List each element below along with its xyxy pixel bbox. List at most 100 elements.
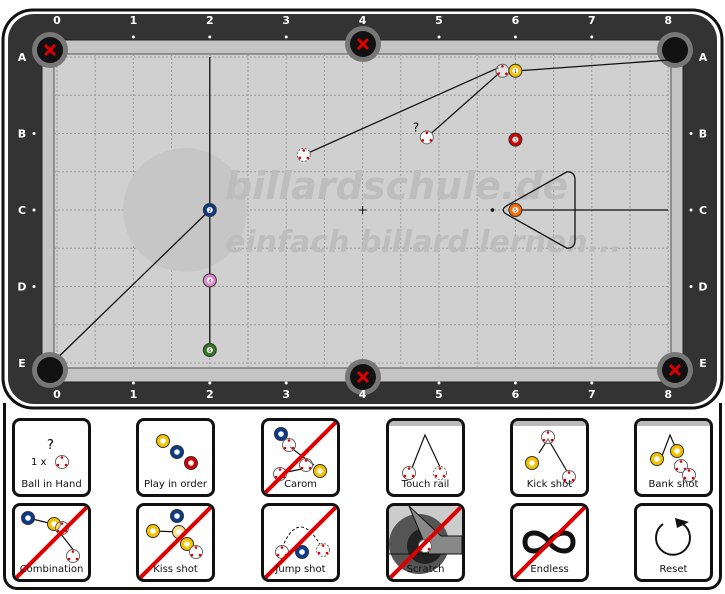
button-label: Reset [659,564,688,575]
diamond-marker [437,35,441,39]
ball-icon [47,517,61,531]
ball-3[interactable]: 3 [508,132,523,147]
cue-ball-ghost[interactable] [495,63,510,78]
pool-table: billardschule.de einfach billard lernen.… [1,8,724,410]
cue-ball-ghost[interactable] [674,459,688,473]
column-label: 5 [435,14,443,27]
ball-icon [21,511,35,525]
ball-icon [295,545,309,559]
cue-ball-ghost[interactable] [282,438,296,452]
ball-icon [170,509,184,523]
diamond-marker [32,132,36,135]
column-label: 2 [206,14,214,27]
diamond-marker [32,285,36,288]
column-label: 6 [512,14,520,27]
jump-shot-button[interactable]: Jump shot [261,503,340,582]
ball-number: 5 [514,208,517,214]
column-label: 8 [664,14,672,27]
ball-2[interactable]: 2 [202,203,217,217]
watermark-line1: billardschule.de [225,164,568,208]
disabled-slash-icon [139,506,212,579]
pocket-x-icon [43,43,57,57]
row-label: A [699,51,708,64]
ball-in-hand-icon: 1 x? [31,438,69,469]
ball-icon [650,452,664,466]
cue-ball-c[interactable] [562,470,576,484]
foot-spot [490,208,495,212]
bank-shot-button[interactable]: Bank shot [634,418,713,497]
diamond-marker [131,35,135,39]
play-in-order-icon [156,434,198,470]
diamond-marker [689,285,693,288]
watermark: billardschule.de einfach billard lernen.… [123,148,622,272]
endless-icon [513,506,586,579]
cue-ball-ball-in-hand[interactable] [419,130,434,145]
diamond-marker [208,35,212,39]
scratch-button[interactable]: Scratch [386,503,465,582]
column-label: 8 [664,388,672,401]
ball-1[interactable]: 1 [508,63,523,78]
rack-triangle [502,171,576,249]
pocket-x-icon [356,370,370,384]
diamond-marker [32,208,36,212]
kick-shot-icon [513,421,586,484]
endless-button[interactable]: Endless [510,503,589,582]
watermark-line2: einfach billard lernen... [225,225,622,260]
cue-ball-ghost[interactable] [541,430,555,444]
reset-button[interactable]: Reset [634,503,713,582]
carom-button[interactable]: Carom [261,418,340,497]
cue-ball-dashed[interactable] [316,543,330,557]
ball-number: 6 [208,348,211,354]
diamond-marker [590,35,594,39]
kick-shot-button[interactable]: Kick shot [510,418,589,497]
column-label: 6 [512,388,520,401]
ball-icon [170,445,184,459]
cue-ball-dashed[interactable] [296,147,311,162]
row-label: B [699,128,707,141]
touch-rail-button[interactable]: Touch rail [386,418,465,497]
column-label: 2 [206,388,214,401]
cue-ball-dashed[interactable] [433,466,447,480]
cue-ball-ghost[interactable] [299,458,313,472]
pocket-bottom-left[interactable] [37,357,63,383]
column-label: 0 [53,388,61,401]
button-label: Scratch [406,564,445,575]
diamond-marker [208,381,212,385]
ball-in-hand-button[interactable]: 1 x?Ball in Hand [12,418,91,497]
button-label: Jump shot [275,564,326,575]
cue-ball-c[interactable] [402,466,416,480]
ball-number: 3 [514,138,517,144]
column-label: 1 [130,14,138,27]
ball-in-hand-prefix: 1 x [31,457,47,468]
disabled-slash-icon [15,506,88,579]
ball-5[interactable]: 5 [508,203,523,217]
diamond-marker [513,381,517,385]
ball-number: 2 [208,208,211,214]
carom-icon [264,421,337,494]
cue-ball-c[interactable] [66,549,80,563]
row-label: D [17,281,26,294]
pocket-x-icon [356,37,370,51]
kiss-shot-button[interactable]: Kiss shot [136,503,215,582]
play-in-order-button[interactable]: Play in order [136,418,215,497]
row-label: A [18,51,27,64]
cue-ball-c[interactable] [682,468,696,482]
button-label: Endless [530,564,569,575]
combination-icon [15,506,88,579]
disabled-slash-icon [264,506,337,579]
shot-path [59,209,211,356]
cue-ball-c[interactable] [189,545,203,559]
reset-icon [655,518,691,556]
pocket-top-right[interactable] [662,37,688,63]
cue-ball-in-hand[interactable] [55,455,69,469]
kiss-shot-icon [139,506,212,579]
disabled-slash-icon [264,421,337,494]
combination-button[interactable]: Combination [12,503,91,582]
ball-4[interactable]: 4 [202,273,217,288]
diamond-marker [284,35,288,39]
ball-icon [670,444,684,458]
button-label: Combination [19,564,84,575]
pocket-x-icon [668,363,682,377]
button-label: Bank shot [648,479,699,490]
ball-6[interactable]: 6 [202,342,217,357]
